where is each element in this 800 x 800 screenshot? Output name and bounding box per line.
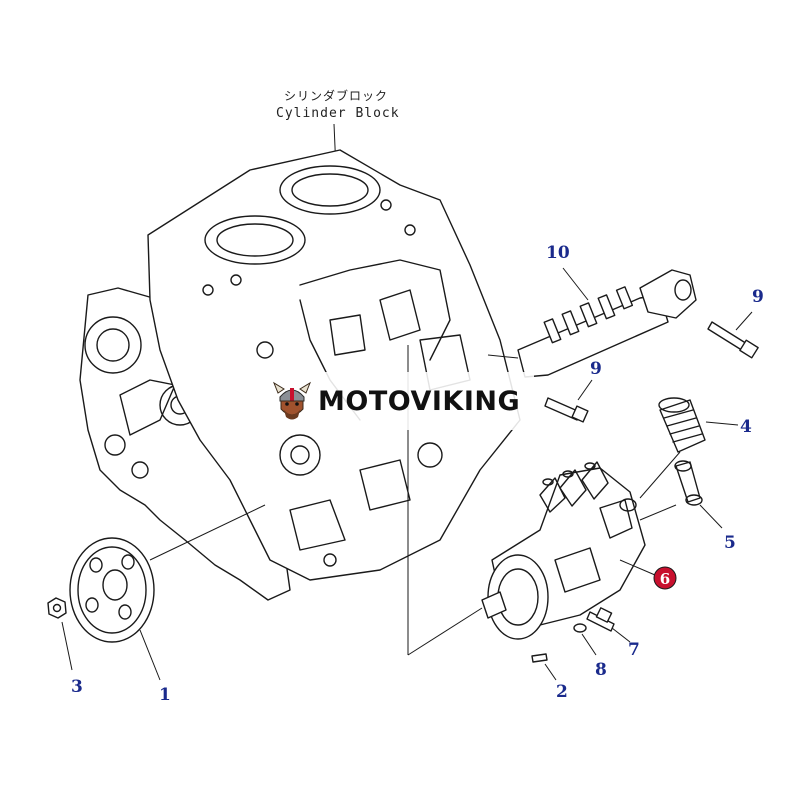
- callout-10[interactable]: 10: [546, 243, 570, 263]
- viking-head-icon: [272, 381, 312, 420]
- part-9-bolt-upper: [707, 311, 759, 359]
- callout-4[interactable]: 4: [740, 417, 752, 437]
- callout-1[interactable]: 1: [159, 685, 171, 705]
- callout-9-middle[interactable]: 9: [590, 359, 602, 379]
- part-2-key: [531, 653, 557, 681]
- leader-3: [61, 621, 73, 671]
- part-5-fitting: [639, 460, 723, 529]
- leader-1: [139, 629, 161, 681]
- centre-line-rail: [487, 354, 519, 359]
- callout-5[interactable]: 5: [724, 533, 736, 553]
- callout-6-highlight[interactable]: 6: [653, 566, 677, 590]
- part-9-bolt-middle: [544, 379, 593, 423]
- part-10-common-rail: [517, 267, 697, 378]
- watermark-text: MOTOVIKING: [318, 385, 521, 417]
- cylinder-block-label-jp: シリンダブロック: [284, 88, 388, 103]
- watermark: MOTOVIKING: [266, 372, 534, 430]
- part-1-pulley: [69, 504, 266, 643]
- callout-2[interactable]: 2: [556, 682, 568, 702]
- callout-3[interactable]: 3: [71, 677, 83, 697]
- callout-7[interactable]: 7: [628, 640, 640, 660]
- part-8-washer: [573, 623, 597, 656]
- callout-8[interactable]: 8: [595, 660, 607, 680]
- part-4-filter: [639, 397, 739, 499]
- centre-line-pump: [407, 607, 483, 656]
- cylinder-block: [147, 149, 521, 581]
- callout-9-upper[interactable]: 9: [752, 287, 764, 307]
- cylinder-block-label-en: Cylinder Block: [276, 106, 400, 121]
- part-6-injection-pump: [481, 461, 656, 640]
- part-3-nut: [47, 597, 67, 619]
- callout-6: 6: [660, 570, 670, 588]
- part-7-bolt: [586, 607, 631, 643]
